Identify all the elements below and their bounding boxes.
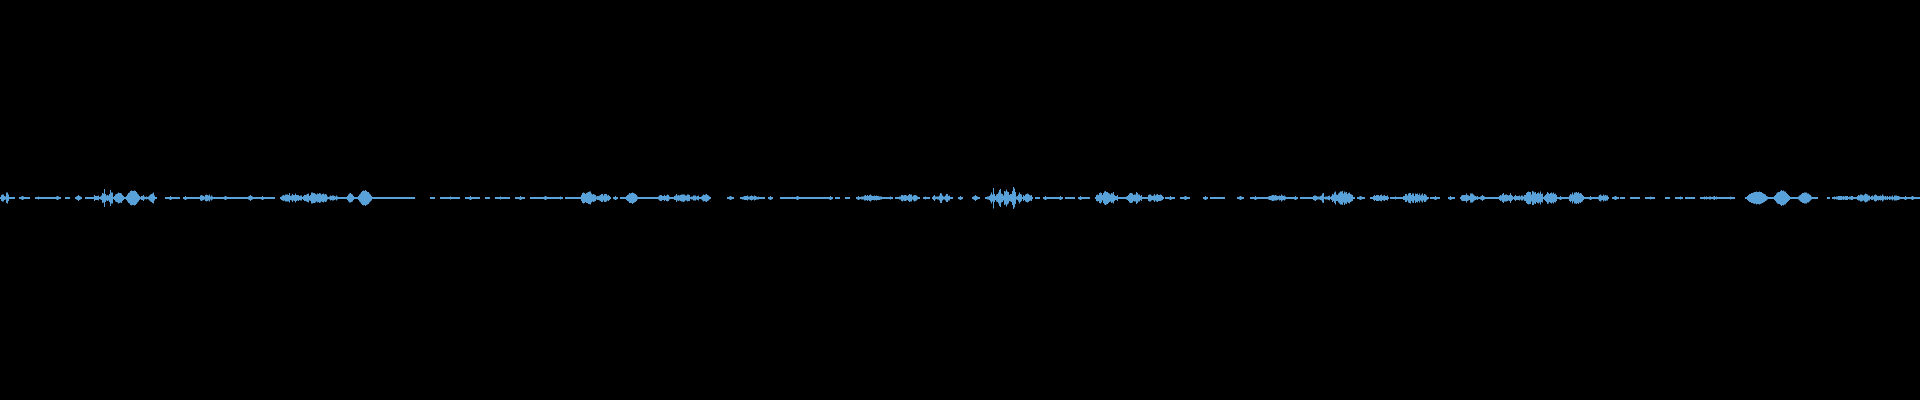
waveform-bars [0,186,1920,210]
